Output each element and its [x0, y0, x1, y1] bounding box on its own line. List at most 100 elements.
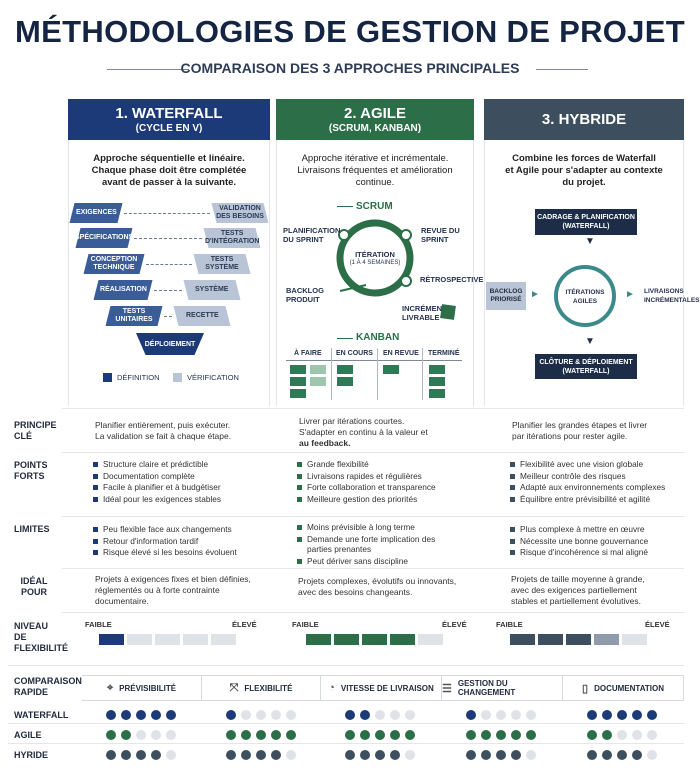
agile-principe: Livrer par itérations courtes. S'adapter… [299, 416, 428, 449]
text-line: au feedback. [299, 438, 351, 448]
rating-dot-filled [390, 750, 400, 760]
list-item: Livraisons rapides et régulières [297, 471, 472, 482]
v-step-specifications: SPÉCIFICATIONS [75, 228, 133, 248]
rating-dot-empty [526, 710, 536, 720]
list-item: Équilibre entre prévisibilité et agilité [510, 494, 680, 505]
agile-header: 2. AGILE (SCRUM, KANBAN) [276, 99, 474, 140]
list-item: Facile à planifier et à budgétiser [93, 482, 268, 493]
rating-dot-filled [466, 730, 476, 740]
rating-dot-filled [526, 730, 536, 740]
kanban-card [429, 365, 445, 374]
v-link [154, 290, 182, 291]
text-line: avec des exigences partiellement [511, 585, 637, 595]
rating-dots [345, 730, 415, 740]
desc-line: continue. [355, 177, 395, 188]
row-divider [62, 516, 684, 517]
scrum-arrow-icon [337, 206, 353, 207]
rating-dot-filled [647, 710, 657, 720]
list-item: Nécessite une bonne gouvernance [510, 536, 680, 547]
list-item: Grande flexibilité [297, 459, 472, 470]
rating-dot-empty [405, 750, 415, 760]
criterion-label: DOCUMENTATION [594, 683, 664, 693]
waterfall-ideal: Projets à exigences fixes et bien défini… [95, 574, 251, 607]
rating-dot-filled [271, 730, 281, 740]
rating-dot-filled [345, 710, 355, 720]
rating-dots [345, 750, 415, 760]
rating-dot-empty [526, 750, 536, 760]
flex-segment [155, 634, 180, 645]
v-link [134, 238, 202, 239]
text-line: réglementés ou à forte contrainte [95, 585, 220, 595]
kanban-arrow-icon [337, 338, 353, 339]
flex-segment [538, 634, 563, 645]
scrum-cycle-icon [336, 219, 414, 297]
flex-low-label: FAIBLE [292, 620, 319, 629]
v-step-validation: VALIDATION DES BESOINS [211, 203, 269, 223]
rating-dots [226, 750, 296, 760]
rating-dot-filled [226, 710, 236, 720]
scrum-iteration-duration: (1 À 4 SEMAINES) [349, 260, 401, 266]
hybrid-ideal: Projets de taille moyenne à grande, avec… [511, 574, 645, 607]
divider [536, 69, 588, 70]
waterfall-subtitle: (CYCLE EN V) [135, 123, 203, 134]
rating-dot-filled [602, 710, 612, 720]
flex-segment [622, 634, 647, 645]
text-line: par itérations pour rester agile. [512, 431, 628, 441]
rating-dots [587, 750, 657, 760]
rating-dot-filled [466, 750, 476, 760]
page-title: MÉTHODOLOGIES DE GESTION DE PROJET [15, 14, 685, 49]
rating-dot-filled [345, 730, 355, 740]
kanban-card [310, 377, 326, 386]
flex-arrows-icon: ⤧ [229, 681, 239, 694]
text-line: Livrer par itérations courtes. [299, 416, 405, 426]
hybrid-deliveries-label: LIVRAISONS INCRÉMENTALES [644, 288, 700, 304]
flex-low-label: FAIBLE [85, 620, 112, 629]
arrow-right-icon: ► [625, 289, 635, 300]
criterion-label: VITESSE DE LIVRAISON [340, 683, 434, 693]
desc-line: avant de passer à la suivante. [101, 177, 237, 188]
rating-dot-filled [121, 710, 131, 720]
agile-title: 2. AGILE [344, 105, 406, 122]
agile-panel [276, 140, 474, 406]
ideal-label: IDÉAL POUR [20, 576, 48, 597]
hybrid-header: 3. HYBRIDE [484, 99, 684, 140]
list-item: Meilleure gestion des priorités [297, 494, 472, 505]
rating-dots [106, 710, 176, 720]
rating-dot-filled [241, 750, 251, 760]
rating-dot-filled [256, 750, 266, 760]
limites-label: LIMITES [14, 524, 50, 534]
v-step-realisation: RÉALISATION [93, 280, 153, 300]
rating-dot-filled [375, 730, 385, 740]
rating-dot-filled [106, 730, 116, 740]
rating-dot-empty [496, 710, 506, 720]
scrum-title: SCRUM [356, 201, 393, 212]
rating-dot-filled [121, 730, 131, 740]
text-line: avec des besoins changeants. [298, 587, 413, 597]
rating-dot-filled [226, 750, 236, 760]
rating-dot-filled [345, 750, 355, 760]
rating-dot-filled [390, 730, 400, 740]
kanban-col-review: EN REVUE [383, 350, 419, 357]
kanban-card [383, 365, 399, 374]
kanban-col-doing: EN COURS [336, 350, 373, 357]
rating-dot-filled [271, 750, 281, 760]
rating-dot-filled [151, 750, 161, 760]
rating-dot-filled [466, 710, 476, 720]
rating-dot-empty [511, 710, 521, 720]
comparison-label: COMPARAISON RAPIDE [14, 676, 82, 697]
sliders-icon: ☰ [442, 682, 452, 695]
list-item: Adapté aux environnements complexes [510, 482, 680, 493]
text-line: S'adapter en continu à la valeur et [299, 427, 428, 437]
divider [107, 69, 189, 70]
arrow-right-icon: ► [530, 289, 540, 300]
document-icon: ▯ [582, 682, 589, 695]
flex-segment [594, 634, 619, 645]
agile-description: Approche itérative et incrémentale. Livr… [278, 153, 472, 189]
v-step-tests-unitaires: TESTS UNITAIRES [105, 306, 163, 326]
rating-dot-filled [166, 710, 176, 720]
desc-line: Combine les forces de Waterfall [512, 153, 656, 164]
v-link [124, 213, 210, 214]
kanban-card [337, 365, 353, 374]
rating-dot-filled [241, 730, 251, 740]
waterfall-description: Approche séquentielle et linéaire. Chaqu… [70, 153, 268, 189]
